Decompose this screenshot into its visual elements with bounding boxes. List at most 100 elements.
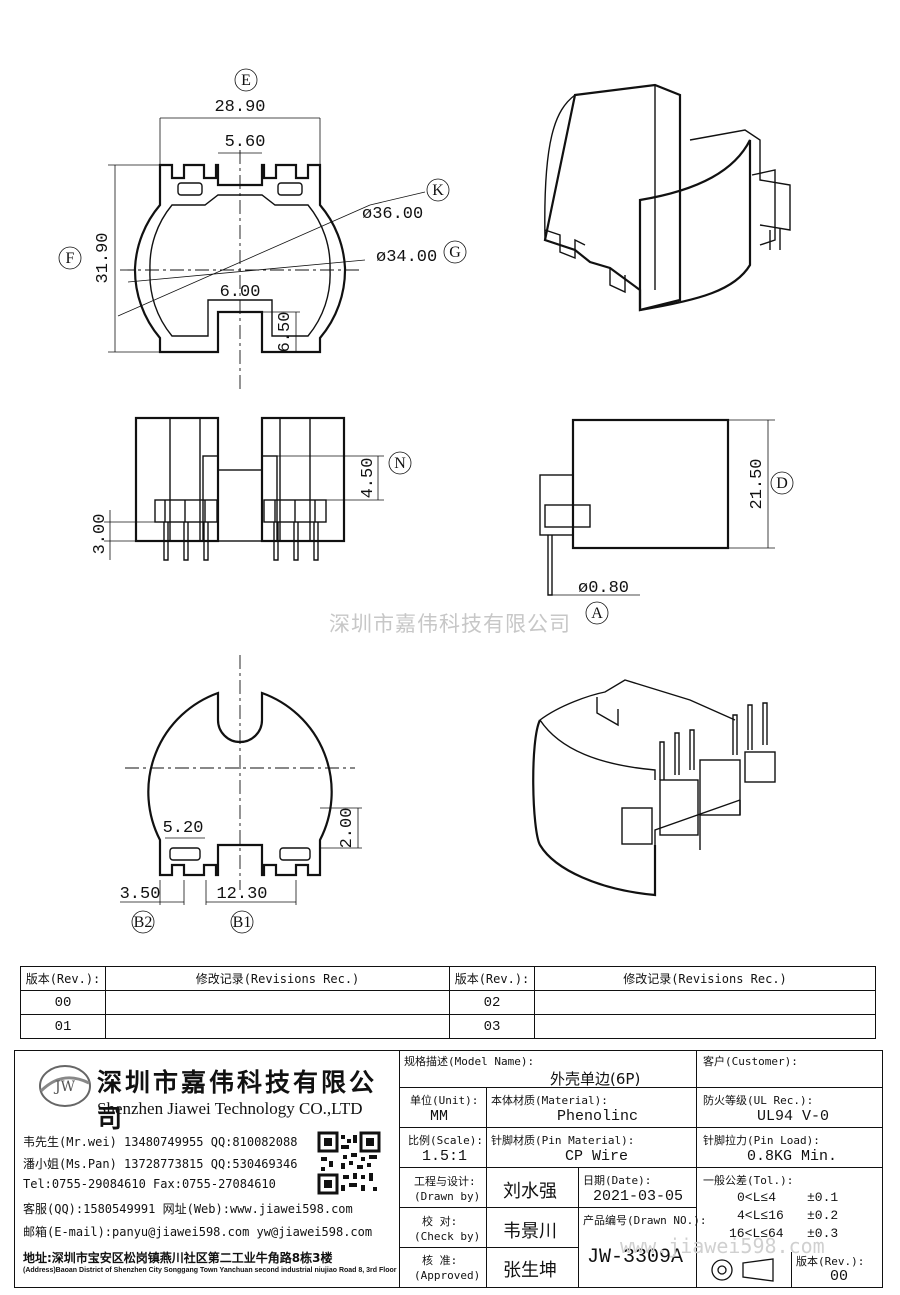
date-key: 日期(Date): xyxy=(583,1174,652,1187)
revision-table: 版本(Rev.): 修改记录(Revisions Rec.) 版本(Rev.):… xyxy=(20,966,876,1039)
dim-dia-k: ø36.00 xyxy=(362,205,423,224)
check-key-en: (Check by) xyxy=(414,1230,481,1243)
contact-line: 韦先生(Mr.wei) 13480749955 QQ:810082088 xyxy=(23,1135,298,1149)
label-b1: B1 xyxy=(233,914,252,931)
ul-key: 防火等级(UL Rec.): xyxy=(703,1094,814,1107)
side-view: 21.50 D ø0.80 A xyxy=(539,418,794,625)
rec-cell xyxy=(105,990,450,1015)
material-value: Phenolinc xyxy=(557,1108,639,1125)
rev-header: 版本(Rev.): xyxy=(20,966,106,991)
rec-cell xyxy=(534,1014,876,1039)
pin-load-value: 0.8KG Min. xyxy=(747,1148,838,1165)
label-k: K xyxy=(432,182,444,199)
drawn-no-cell: 产品编号(Drawn NO.): JW-3309A xyxy=(579,1208,706,1287)
company-panel: JW 深圳市嘉伟科技有限公司 Shenzhen Jiawei Technolog… xyxy=(15,1051,400,1287)
material-cell: 本体材质(Material): Phenolinc xyxy=(487,1088,697,1128)
scale-key: 比例(Scale): xyxy=(408,1134,483,1147)
dim-slot-top: 5.60 xyxy=(225,133,266,152)
date-value: 2021-03-05 xyxy=(593,1188,684,1205)
iso-view-bottom xyxy=(532,679,776,897)
watermark-url: www.jiawei598.com xyxy=(620,1234,825,1258)
revision-header-row: 版本(Rev.): 修改记录(Revisions Rec.) 版本(Rev.):… xyxy=(20,966,876,991)
dim-span-b1: 12.30 xyxy=(216,885,267,904)
drawn-key-cell: 工程与设计: (Drawn by) xyxy=(400,1168,487,1208)
pin-material-value: CP Wire xyxy=(565,1148,629,1165)
logo-icon: JW xyxy=(39,1065,91,1107)
rev-header: 版本(Rev.): xyxy=(449,966,535,991)
dim-pad-height: 2.00 xyxy=(338,808,357,849)
drawn-value: 刘水强 xyxy=(503,1181,557,1202)
address-en: (Address)Baoan District of Shenzhen City… xyxy=(23,1267,397,1274)
dim-height-d: 21.50 xyxy=(748,458,767,509)
dim-slot-bottom: 6.00 xyxy=(220,283,261,302)
drawn-no-key: 产品编号(Drawn NO.): xyxy=(583,1214,707,1227)
label-g: G xyxy=(449,244,461,261)
scale-value: 1.5:1 xyxy=(422,1148,468,1165)
rev-value: 00 xyxy=(830,1268,849,1285)
tolerance-value: ±0.1 xyxy=(807,1190,839,1205)
model-cell: 规格描述(Model Name): 外壳单边(6P) xyxy=(400,1051,697,1088)
tolerance-range: 4<L≤16 xyxy=(737,1208,784,1223)
model-value: 外壳单边(6P) xyxy=(550,1070,641,1088)
label-b2: B2 xyxy=(134,914,153,931)
address-cn: 地址:深圳市宝安区松岗镇燕川社区第二工业牛角路8栋3楼 xyxy=(23,1251,333,1265)
model-key: 规格描述(Model Name): xyxy=(404,1055,535,1068)
approved-key: 核 准: xyxy=(422,1254,458,1267)
table-row: 01 03 xyxy=(20,1014,876,1039)
drawn-value-cell: 刘水强 xyxy=(487,1168,579,1208)
date-cell: 日期(Date): 2021-03-05 xyxy=(579,1168,697,1208)
contact-line: 潘小姐(Ms.Pan) 13728773815 QQ:530469346 xyxy=(23,1157,298,1171)
dim-pitch-b2: 3.50 xyxy=(120,885,161,904)
contact-line: 邮箱(E-mail):panyu@jiawei598.com yw@jiawei… xyxy=(23,1225,373,1239)
unit-value: MM xyxy=(430,1108,449,1125)
rev-cell: 03 xyxy=(449,1014,535,1039)
contact-line: Tel:0755-29084610 Fax:0755-27084610 xyxy=(23,1177,276,1191)
pin-material-key: 针脚材质(Pin Material): xyxy=(491,1134,635,1147)
title-block: JW 深圳市嘉伟科技有限公司 Shenzhen Jiawei Technolog… xyxy=(14,1050,883,1288)
approved-value-cell: 张生坤 xyxy=(487,1248,579,1287)
contact-line: 客服(QQ):1580549991 网址(Web):www.jiawei598.… xyxy=(23,1202,353,1216)
drawn-key: 工程与设计: xyxy=(414,1175,476,1188)
check-value-cell: 韦景川 xyxy=(487,1208,579,1248)
drawn-no-value: JW-3309A xyxy=(587,1246,684,1269)
dim-pin-offset: 3.00 xyxy=(91,514,110,555)
watermark: 深圳市嘉伟科技有限公司 xyxy=(329,612,571,636)
rec-header: 修改记录(Revisions Rec.) xyxy=(105,966,450,991)
customer-cell: 客户(Customer): xyxy=(697,1051,882,1088)
tolerance-value: ±0.3 xyxy=(807,1226,839,1241)
iso-view-top xyxy=(543,83,791,312)
ul-value: UL94 V-0 xyxy=(757,1108,830,1125)
technical-drawing: 28.90 E 5.60 31.90 F ø36.00 K ø34.00 G 6… xyxy=(58,68,794,934)
dim-slot-depth: 6.50 xyxy=(276,312,295,353)
tolerance-key: 一般公差(Tol.): xyxy=(703,1174,794,1187)
dim-width-e: 28.90 xyxy=(214,98,265,117)
rev-cell: 00 xyxy=(20,990,106,1015)
material-key: 本体材质(Material): xyxy=(491,1094,608,1107)
check-key-cell: 校 对: (Check by) xyxy=(400,1208,487,1248)
label-d: D xyxy=(776,475,788,492)
tolerance-range: 16<L≤64 xyxy=(729,1226,784,1241)
company-name-en: Shenzhen Jiawei Technology CO.,LTD xyxy=(97,1099,363,1118)
dim-pin-dia: ø0.80 xyxy=(578,579,629,598)
pin-load-key: 针脚拉力(Pin Load): xyxy=(703,1134,820,1147)
dim-pad-width: 5.20 xyxy=(163,819,204,838)
ul-cell: 防火等级(UL Rec.): UL94 V-0 xyxy=(697,1088,882,1128)
rev-cell: 版本(Rev.): 00 xyxy=(792,1252,882,1287)
rec-cell xyxy=(534,990,876,1015)
bottom-view: 5.20 2.00 3.50 12.30 B2 B1 xyxy=(120,655,362,934)
dim-height-f: 31.90 xyxy=(94,232,113,283)
top-view: 28.90 E 5.60 31.90 F ø36.00 K ø34.00 G 6… xyxy=(58,68,467,392)
unit-key: 单位(Unit): xyxy=(410,1094,479,1107)
tolerance-range: 0<L≤4 xyxy=(737,1190,777,1205)
svg-text:JW: JW xyxy=(53,1079,76,1095)
table-row: 00 02 xyxy=(20,990,876,1015)
dim-pin-height: 4.50 xyxy=(359,458,378,499)
label-f: F xyxy=(66,250,75,267)
rev-cell: 01 xyxy=(20,1014,106,1039)
rec-header: 修改记录(Revisions Rec.) xyxy=(534,966,876,991)
company-name-cn: 深圳市嘉伟科技有限公司 xyxy=(97,1068,378,1133)
projection-symbol-icon xyxy=(711,1258,774,1282)
rev-key: 版本(Rev.): xyxy=(796,1255,865,1268)
approved-key-cell: 核 准: (Approved) xyxy=(400,1248,487,1287)
label-n: N xyxy=(394,455,406,472)
